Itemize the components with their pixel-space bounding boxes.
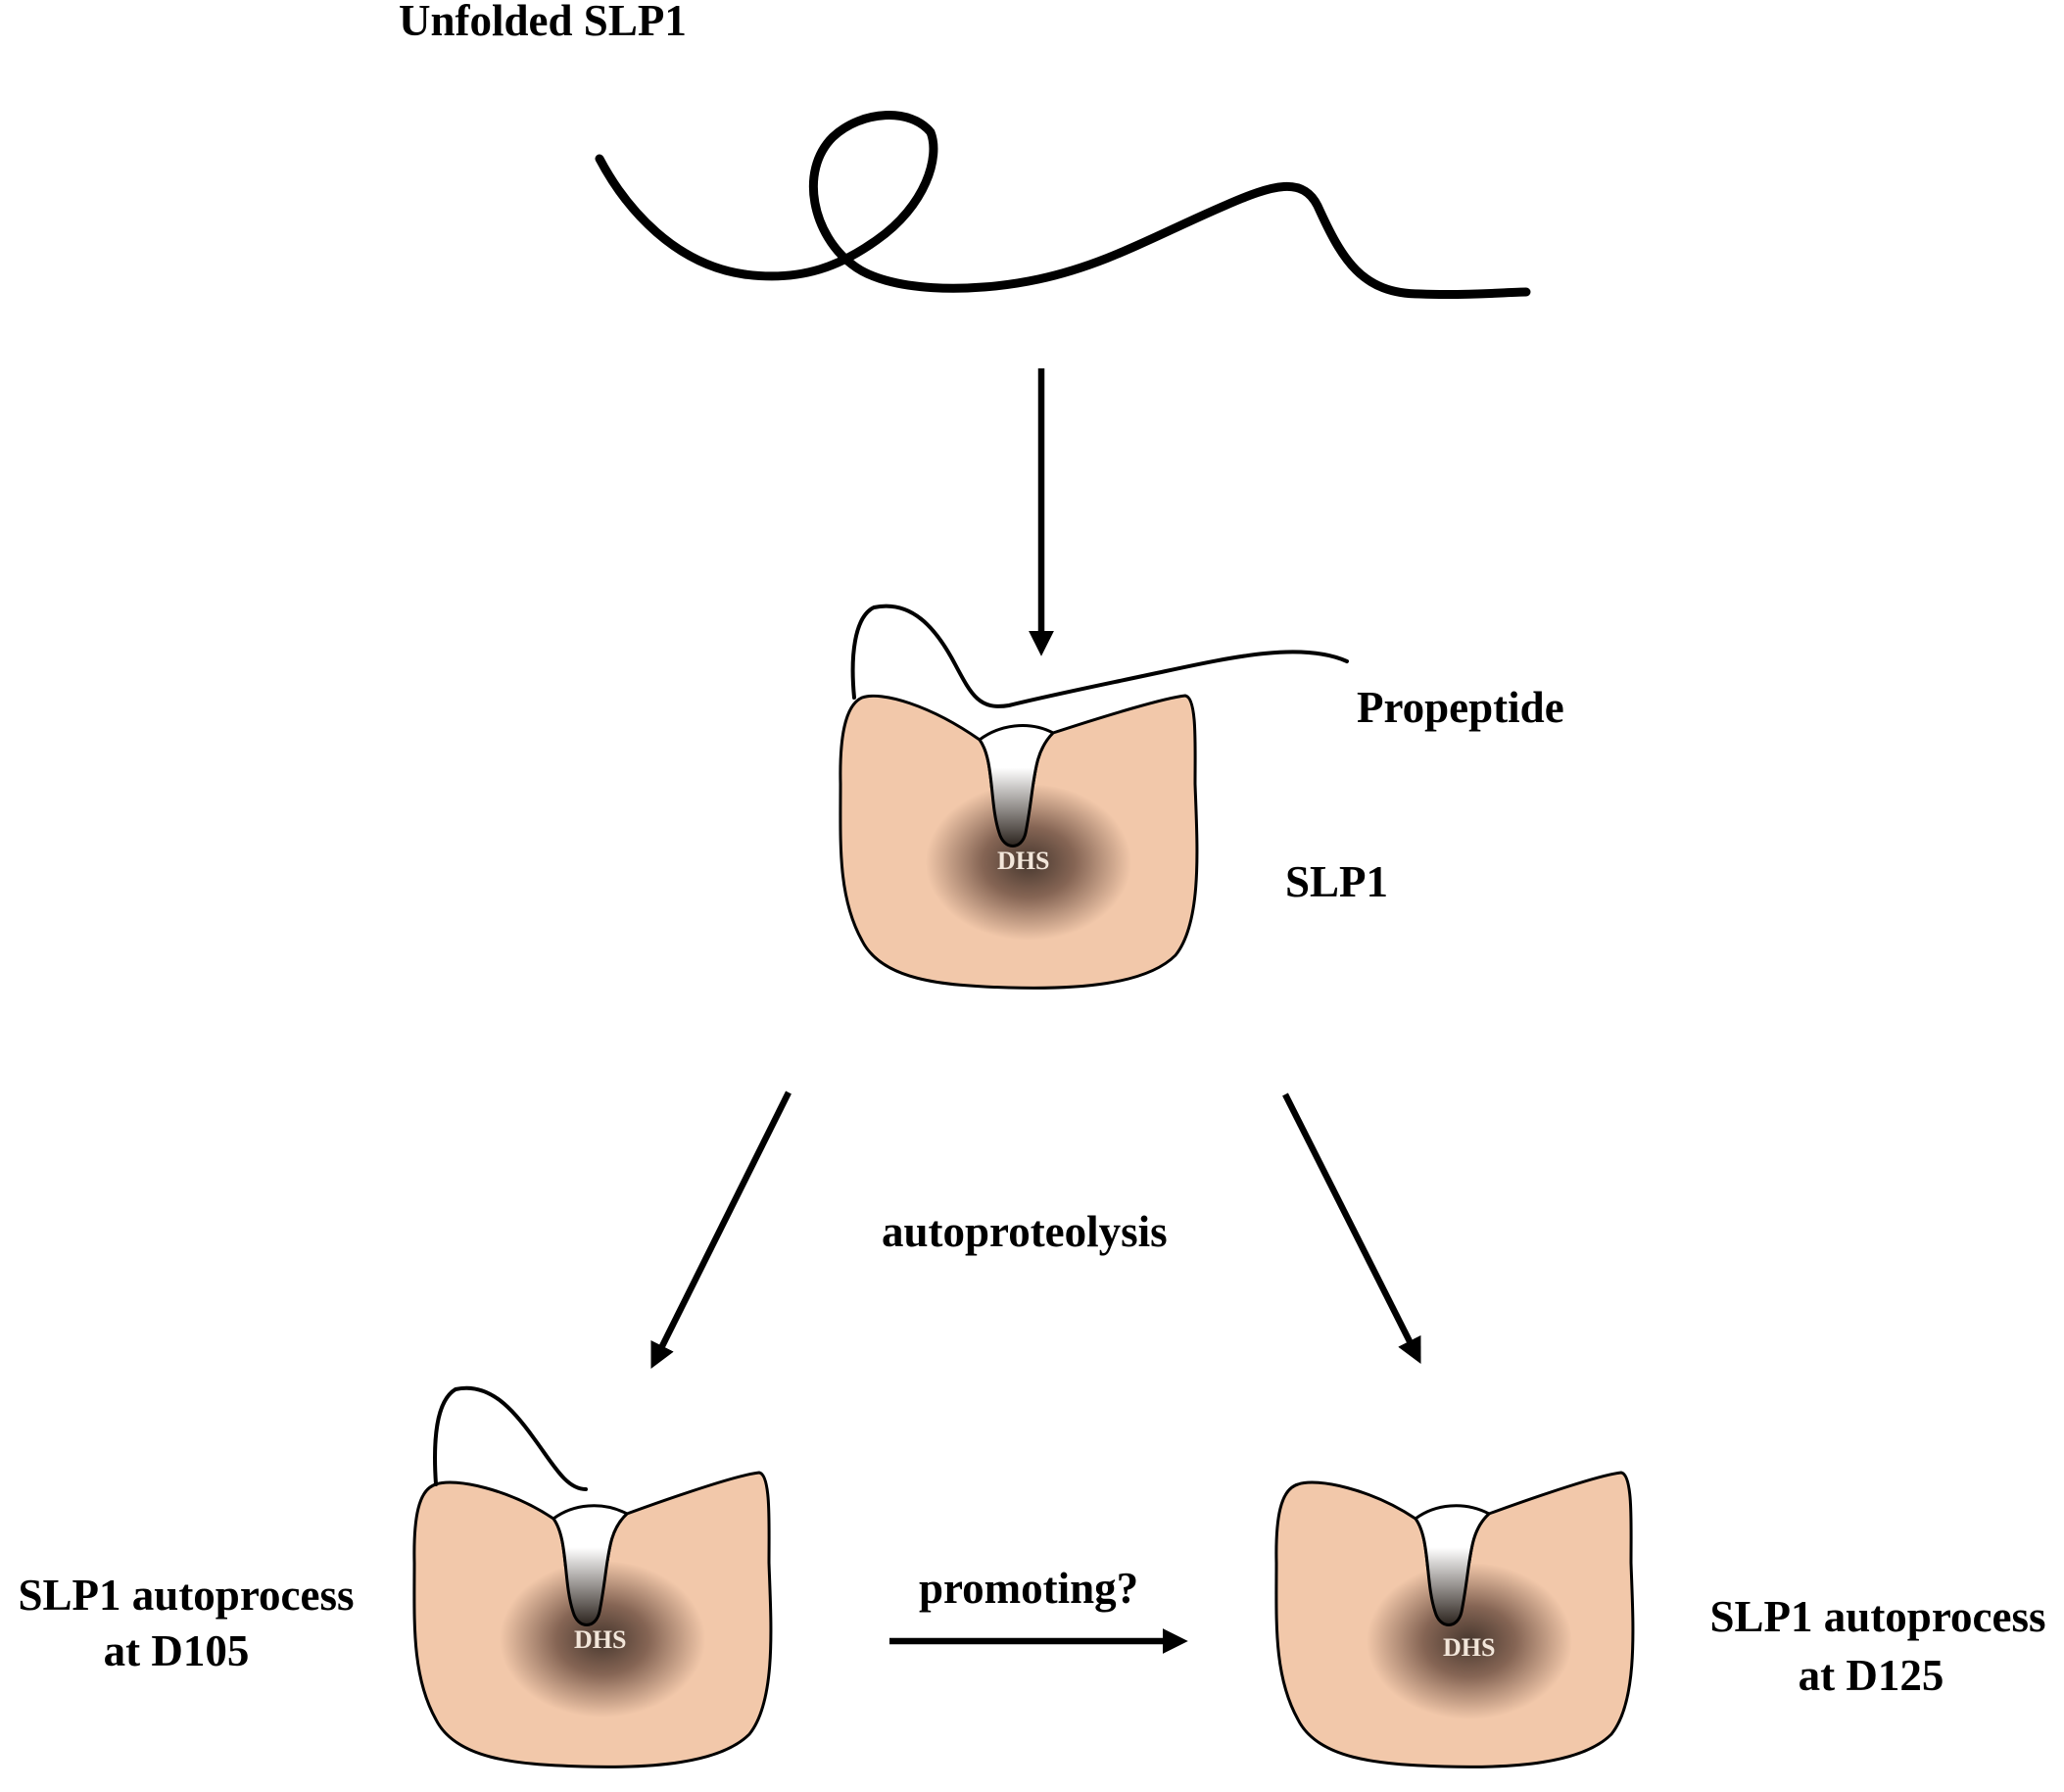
slp1-protein: DHS [839, 604, 1349, 990]
slp1-label: SLP1 [1285, 857, 1388, 906]
autoproteolysis-label: autoproteolysis [882, 1207, 1168, 1256]
propeptide-label: Propeptide [1357, 683, 1564, 732]
slp1-dhs-label: DHS [997, 847, 1049, 875]
d105-dhs-label: DHS [574, 1625, 626, 1654]
d105-pocket [551, 1504, 630, 1626]
d125-active-site [1367, 1563, 1572, 1719]
d125-pocket [1413, 1504, 1492, 1626]
d105-label-line2: at D105 [104, 1626, 250, 1675]
arrow-to-d105 [650, 1090, 792, 1369]
d105-label-line1: SLP1 autoprocess [19, 1571, 355, 1620]
slp1-pocket [977, 724, 1056, 848]
d125-label-line1: SLP1 autoprocess [1710, 1592, 2046, 1641]
unfolded-chain [595, 111, 1531, 300]
d125-dhs-label: DHS [1443, 1633, 1495, 1662]
d105-remaining-propeptide [433, 1385, 588, 1491]
promoting-label: promoting? [919, 1564, 1138, 1613]
slp1-active-site [926, 784, 1131, 941]
slp1-d105-protein: DHS [412, 1385, 773, 1768]
propeptide-chain [850, 604, 1349, 708]
arrow-to-d125 [1282, 1092, 1421, 1364]
unfolded-slp1-label: Unfolded SLP1 [399, 0, 687, 45]
d125-label-line2: at D125 [1799, 1651, 1944, 1700]
d105-active-site [500, 1561, 705, 1718]
slp1-d125-protein: DHS [1274, 1471, 1635, 1768]
